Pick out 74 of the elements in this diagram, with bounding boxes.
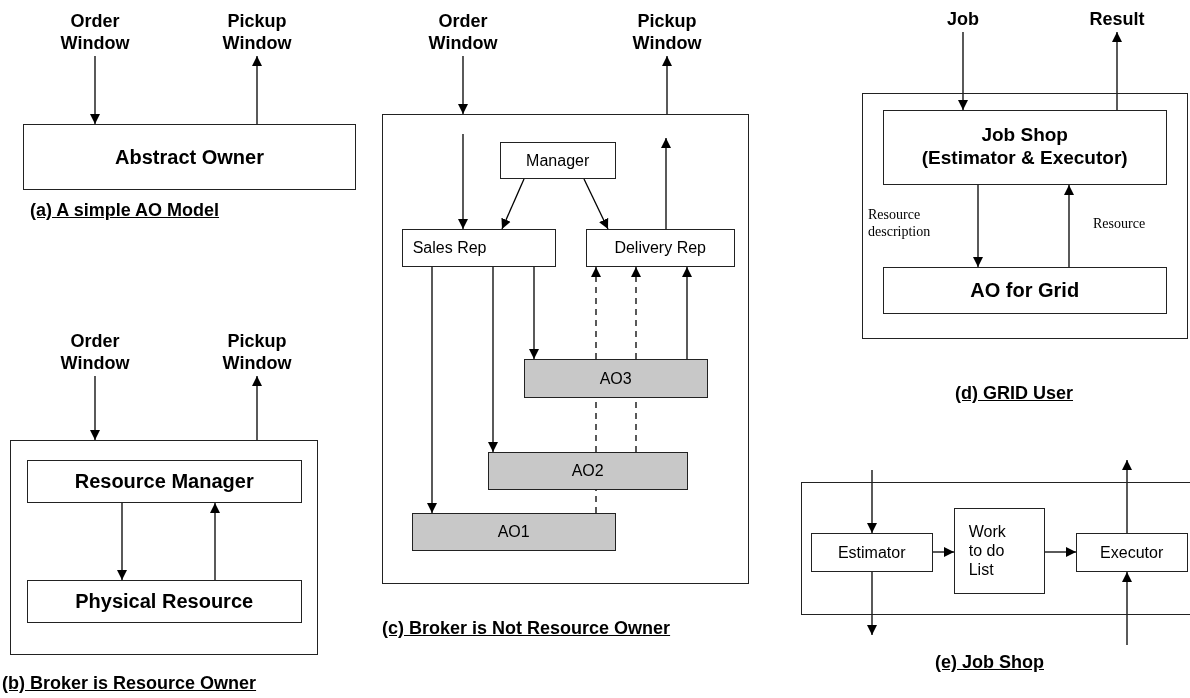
- process-box: [26, 459, 302, 503]
- flow-label: Job: [938, 6, 988, 32]
- process-box: [953, 507, 1045, 594]
- arrow: [210, 502, 220, 581]
- flow-label: Order Window: [47, 8, 143, 56]
- container-box: [10, 440, 318, 655]
- arrow: [117, 502, 127, 581]
- arrow: [662, 55, 672, 115]
- process-box: [26, 579, 302, 623]
- container-box: [801, 482, 1190, 615]
- box-label: AO for Grid: [970, 278, 1080, 303]
- process-box: [401, 228, 556, 267]
- box-label: Estimator: [837, 542, 906, 562]
- arrow: [583, 178, 609, 230]
- arrow: [529, 266, 539, 360]
- owner-box: [487, 451, 688, 490]
- arrow: [90, 55, 100, 125]
- process-box: [585, 228, 735, 267]
- arrow: [867, 469, 877, 534]
- box-label: Executor: [1100, 542, 1164, 562]
- arrow: [591, 266, 601, 360]
- flow-label: Pickup Window: [209, 8, 305, 56]
- panel-caption: (b) Broker is Resource Owner: [2, 673, 257, 694]
- process-box: [882, 109, 1167, 185]
- box-label: Work to do List: [968, 521, 1007, 580]
- arrow: [1064, 184, 1074, 268]
- box-label: Physical Resource: [75, 589, 254, 614]
- arrow: [682, 266, 692, 360]
- panel-caption: (a) A simple AO Model: [30, 200, 220, 221]
- box-label: Delivery Rep: [614, 238, 706, 258]
- panel-caption: (e) Job Shop: [935, 652, 1044, 673]
- flow-label: Pickup Window: [209, 328, 305, 376]
- process-box: [499, 141, 616, 179]
- owner-box: [523, 358, 708, 398]
- arrow: [1112, 31, 1122, 111]
- arrow: [252, 55, 262, 125]
- box-label: Abstract Owner: [115, 145, 264, 169]
- box-label: AO2: [571, 461, 604, 481]
- container-box: [862, 93, 1188, 339]
- process-box: [882, 266, 1167, 314]
- arrow: [867, 571, 877, 636]
- box-label: Job Shop: [981, 124, 1068, 148]
- owner-box: [411, 512, 616, 551]
- box-label: Resource Manager: [74, 469, 254, 494]
- box-label: AO1: [497, 522, 530, 542]
- arrow: [1122, 571, 1132, 646]
- arrow: [932, 547, 955, 557]
- arrow: [252, 375, 262, 441]
- panel-caption: (d) GRID User: [955, 383, 1073, 404]
- flow-label: Order Window: [415, 8, 511, 56]
- arrow: [488, 266, 498, 453]
- process-box: [23, 124, 356, 190]
- flow-label: Result: [1082, 6, 1152, 32]
- arrow: [661, 137, 671, 230]
- process-box: [1075, 532, 1188, 572]
- arrow: [973, 184, 983, 268]
- arrow: [1044, 547, 1077, 557]
- flow-label: Pickup Window: [619, 8, 715, 56]
- box-sublabel: (Estimator & Executor): [921, 147, 1128, 170]
- arrow: [631, 266, 641, 360]
- box-label: AO3: [599, 368, 632, 388]
- box-label: Sales Rep: [412, 238, 487, 258]
- arrow: [90, 375, 100, 441]
- container-box: [382, 114, 749, 584]
- arrow: [958, 31, 968, 111]
- process-box: [810, 532, 933, 572]
- panel-caption: (c) Broker is Not Resource Owner: [382, 618, 671, 639]
- box-label: Manager: [526, 150, 590, 170]
- arrow: [458, 133, 468, 230]
- arrow: [427, 266, 437, 514]
- arrow: [1122, 459, 1132, 534]
- arrow: [458, 55, 468, 115]
- arrow: [501, 178, 525, 230]
- flow-label: Order Window: [47, 328, 143, 376]
